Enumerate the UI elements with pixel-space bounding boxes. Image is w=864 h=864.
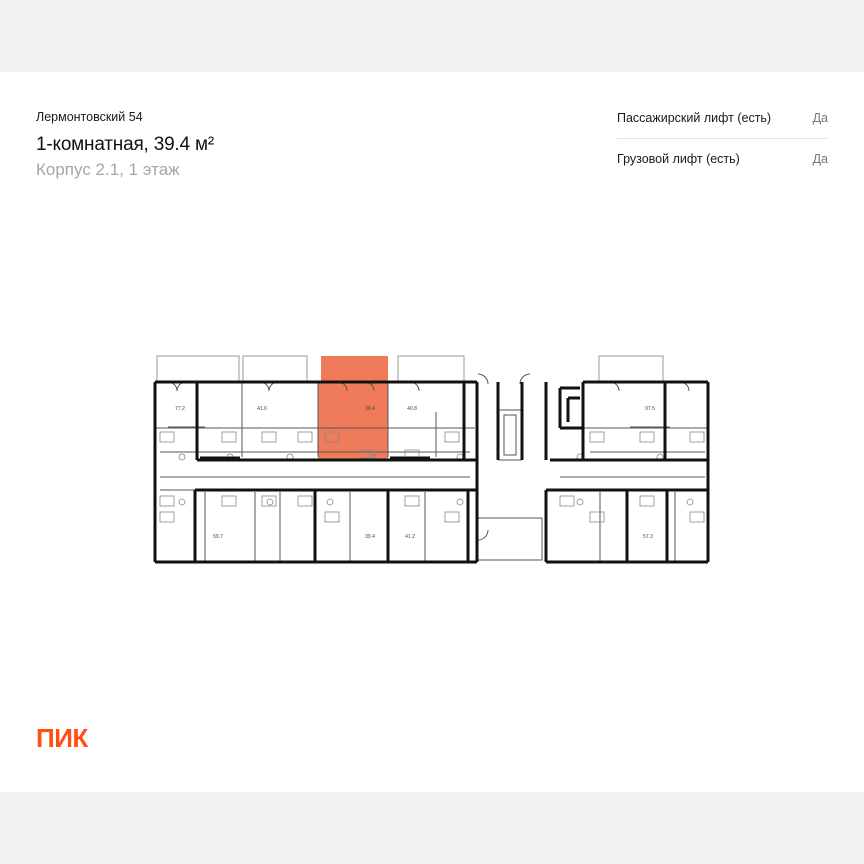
project-name: Лермонтовский 54 [36,110,143,124]
feature-passenger-lift: Пассажирский лифт (есть) Да [617,98,828,138]
feature-value: Да [812,111,828,125]
balcony [242,355,308,383]
floor-plan: 77.2 41.6 39.4 40.8 97.5 59.7 39.4 41.2 … [153,355,710,564]
balconies [156,355,664,383]
feature-label: Грузовой лифт (есть) [617,152,740,166]
features-list: Пассажирский лифт (есть) Да Грузовой лиф… [617,98,828,179]
feature-freight-lift: Грузовой лифт (есть) Да [617,138,828,179]
selected-apartment-highlight [318,356,388,460]
pik-logo: ПИК [36,726,89,750]
balcony [397,355,465,383]
area-label: 97.5 [645,406,655,412]
balcony [598,355,664,383]
area-label-selected: 39.4 [365,406,375,412]
area-label: 39.4 [365,534,375,540]
area-label: 77.2 [175,406,185,412]
area-label: 41.6 [257,406,267,412]
listing-card: Лермонтовский 54 1-комнатная, 39.4 м² Ко… [0,72,864,792]
building-floor: Корпус 2.1, 1 этаж [36,160,180,179]
interior-walls [155,373,707,562]
apartment-title: 1-комнатная, 39.4 м² [36,134,214,155]
balcony [156,355,240,383]
area-label: 57.3 [643,534,653,540]
area-label: 41.2 [405,534,415,540]
feature-value: Да [812,152,828,166]
exterior-walls [153,380,710,564]
area-label: 59.7 [213,534,223,540]
area-label: 40.8 [407,406,417,412]
feature-label: Пассажирский лифт (есть) [617,111,772,125]
logo-text: ПИК [36,726,88,750]
